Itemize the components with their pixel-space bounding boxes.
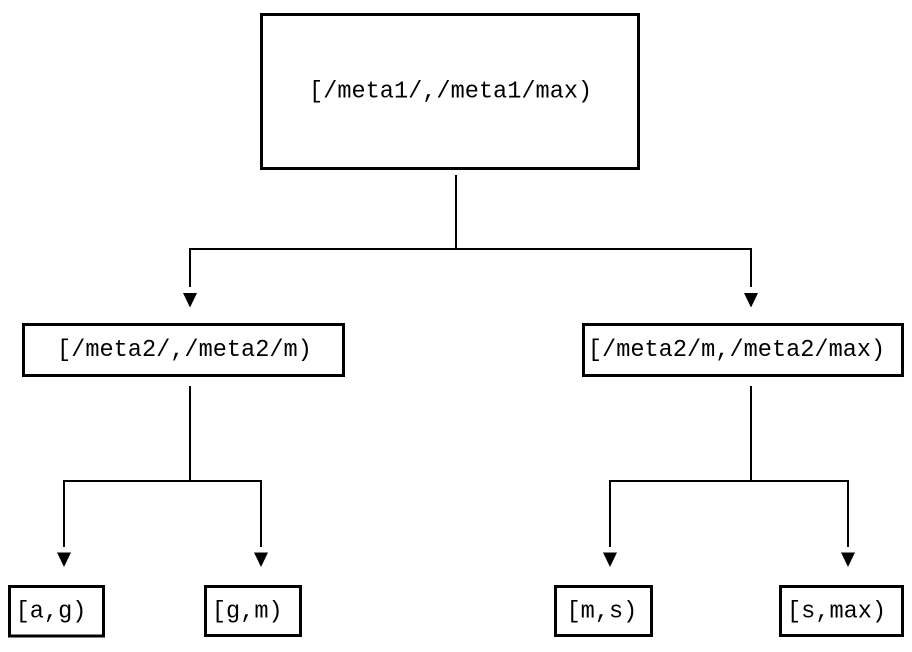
svg-text:[/meta1/,/meta1/max): [/meta1/,/meta1/max) (309, 78, 592, 105)
svg-text:[g,m): [g,m) (212, 599, 283, 626)
svg-text:[a,g): [a,g) (16, 599, 87, 626)
svg-text:[/meta2/,/meta2/m): [/meta2/,/meta2/m) (57, 337, 312, 364)
svg-text:[m,s): [m,s) (567, 599, 638, 626)
svg-text:[/meta2/m,/meta2/max): [/meta2/m,/meta2/max) (588, 337, 885, 364)
svg-text:[s,max): [s,max) (787, 599, 886, 626)
